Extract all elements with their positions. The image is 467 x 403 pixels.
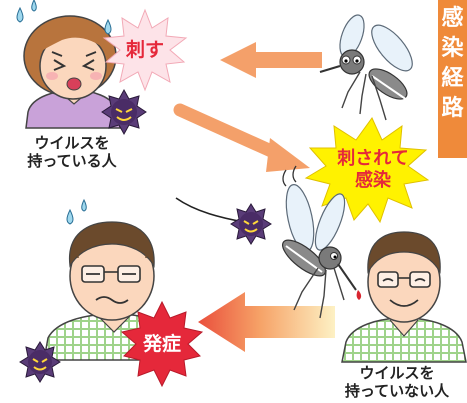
title-char-1: 感 xyxy=(441,6,464,31)
onset-label: 発症 xyxy=(142,333,181,355)
virus-sick-icon xyxy=(19,341,61,383)
infected-label: 刺されて 感染 xyxy=(318,148,428,192)
virus-carrier-line2: 持っている人 xyxy=(27,152,117,170)
arrow-bite-to-infected xyxy=(173,103,310,172)
bite-burst xyxy=(102,8,188,92)
title-char-3: 経 xyxy=(441,66,464,91)
healthy-man-illustration xyxy=(341,231,467,363)
onset-burst xyxy=(120,300,204,388)
title-char-2: 染 xyxy=(441,36,464,61)
woman-illustration xyxy=(16,0,121,129)
infected-label-line2: 感染 xyxy=(355,170,391,191)
non-carrier-label: ウイルスを 持っていない人 xyxy=(330,364,464,400)
title-char-4: 路 xyxy=(441,96,464,121)
virus-flying-icon xyxy=(230,203,272,245)
bite-label: 刺す xyxy=(125,39,164,61)
non-carrier-line1: ウイルスを xyxy=(359,364,435,382)
virus-flight-path xyxy=(175,197,245,223)
route-title-banner: 感 染 経 路 xyxy=(438,0,467,158)
virus-carrier-label: ウイルスを 持っている人 xyxy=(10,134,134,170)
virus-carrier-line1: ウイルスを xyxy=(34,134,110,152)
non-carrier-line2: 持っていない人 xyxy=(344,382,450,400)
infected-label-line1: 刺されて xyxy=(337,148,409,169)
arrow-infected-to-onset xyxy=(198,292,335,352)
arrow-mosquito-to-bite xyxy=(220,42,322,78)
mosquito-biting-icon xyxy=(282,165,357,319)
virus-icon xyxy=(101,88,147,136)
mosquito-icon xyxy=(319,14,413,121)
